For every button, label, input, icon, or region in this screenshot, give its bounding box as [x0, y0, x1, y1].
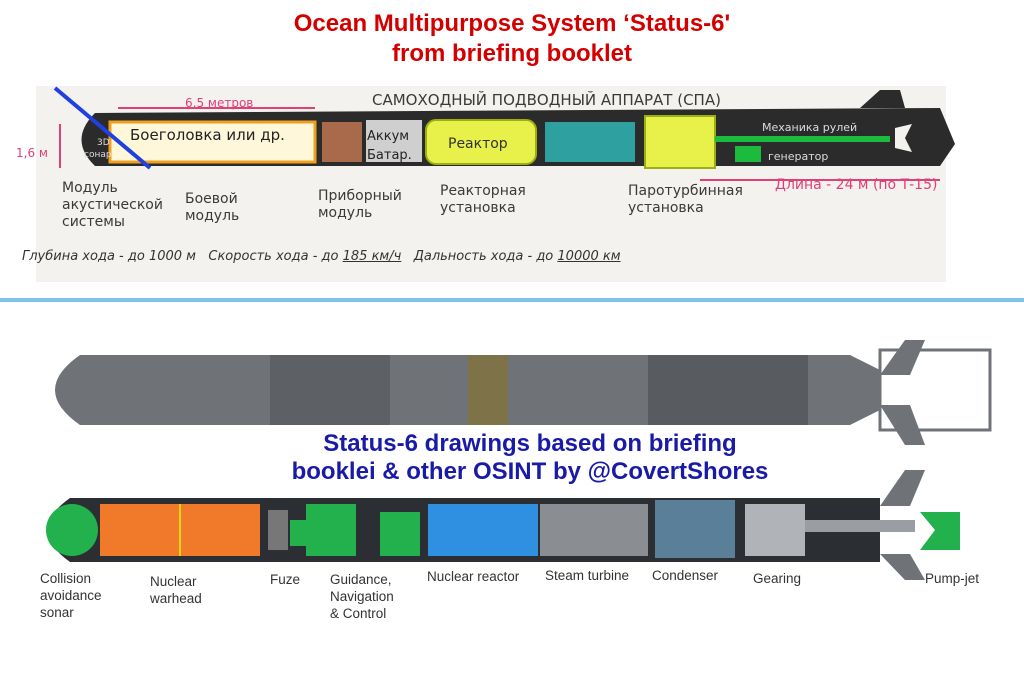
rudder-label: Механика рулей: [762, 121, 858, 134]
stats-line: Глубина хода - до 1000 м Скорость хода -…: [22, 249, 621, 264]
label-reactor-line1: Nuclear reactor: [427, 569, 520, 584]
label-pump-jet: Pump-jet: [925, 570, 979, 587]
warhead-box-label: Боеголовка или др.: [130, 126, 285, 144]
module-instrument-line1: Приборный: [318, 188, 402, 204]
stats-speed-prefix: Скорость хода - до: [208, 249, 339, 264]
booklet-battery: [366, 120, 422, 162]
label-guidance-line2: Navigation: [330, 589, 394, 604]
label-condenser-line1: Condenser: [652, 568, 719, 583]
booklet-warhead-box: [108, 120, 317, 164]
label-collision-avoidance-sonar: Collision avoidance sonar: [40, 570, 102, 621]
label-fuze-line1: Fuze: [270, 572, 301, 587]
label-pumpjet-line1: Pump-jet: [925, 571, 980, 586]
cutaway-steam-turbine: [540, 504, 648, 556]
label-collision-line3: sonar: [40, 605, 74, 620]
label-collision-line1: Collision: [40, 571, 92, 586]
generator-label: генератор: [768, 150, 829, 163]
module-acoustic-line2: акустической: [62, 197, 163, 213]
bottom-title-line1: Status-6 drawings based on briefing: [323, 430, 737, 457]
booklet-header: САМОХОДНЫЙ ПОДВОДНЫЙ АППАРАТ (СПА): [372, 91, 721, 109]
booklet-shaft: [715, 136, 890, 142]
exterior-band-3: [648, 355, 808, 425]
module-label-combat: Боевой модуль: [185, 191, 239, 225]
label-turbine-line1: Steam turbine: [545, 568, 630, 583]
cutaway-pump-jet: [920, 512, 960, 550]
cutaway-guidance-2: [380, 512, 420, 556]
cutaway-top-fin: [880, 470, 925, 506]
sonar-label-1: 3D: [97, 138, 110, 148]
cutaway-gearing: [745, 504, 805, 556]
label-fuze: Fuze: [270, 571, 300, 588]
booklet-reactor: [425, 119, 537, 165]
label-nuclear-reactor: Nuclear reactor: [427, 568, 519, 585]
booklet-instrument-module: [322, 122, 362, 162]
battery-label-1: Аккум: [367, 129, 410, 144]
exterior-tail-frame: [878, 348, 992, 432]
module-acoustic-line3: системы: [62, 214, 125, 230]
exterior-drawing: [55, 340, 992, 445]
exterior-bottom-fin: [880, 405, 925, 445]
booklet-steam-turbine: [644, 115, 716, 169]
module-reactor-line1: Реакторная: [440, 183, 526, 199]
module-instrument-line2: модуль: [318, 205, 373, 221]
blue-arrow: [53, 86, 152, 170]
cutaway-sonar: [46, 504, 98, 556]
stats-depth: Глубина хода - до 1000 м: [22, 249, 196, 264]
cutaway-reactor: [428, 504, 538, 556]
stats-range-prefix: Дальность хода - до: [413, 249, 554, 264]
cutaway-bottom-fin: [880, 554, 925, 580]
module-combat-line2: модуль: [185, 208, 240, 224]
label-guidance-line3: & Control: [330, 606, 387, 621]
sonar-label-2: сонар: [84, 150, 112, 160]
cutaway-shaft: [805, 520, 915, 532]
module-turbine-line2: установка: [628, 200, 704, 216]
cutaway-condenser: [655, 500, 735, 558]
section-divider: [0, 298, 1024, 302]
top-title-line2: from briefing booklet: [392, 40, 632, 67]
label-warhead-line2: warhead: [150, 591, 202, 606]
booklet-vehicle-drawing: [53, 86, 955, 181]
exterior-band-1: [270, 355, 390, 425]
module-label-reactor: Реакторная установка: [440, 183, 526, 217]
module-combat-line1: Боевой: [185, 191, 238, 207]
cutaway-guidance-1: [306, 504, 356, 556]
diameter-label: 1,6 м: [16, 146, 48, 160]
label-nuclear-warhead: Nuclear warhead: [150, 573, 202, 607]
label-guidance-navigation-control: Guidance, Navigation & Control: [330, 571, 394, 622]
module-label-instrument: Приборный модуль: [318, 188, 402, 222]
stats-range-value: 10000 км: [557, 249, 621, 264]
booklet-generator: [735, 146, 761, 162]
cutaway-fuze-housing: [268, 510, 288, 550]
label-condenser: Condenser: [652, 567, 718, 584]
module-turbine-line1: Паротурбинная: [628, 183, 743, 199]
reactor-box-label: Реактор: [448, 136, 508, 152]
cutaway-drawing: [46, 470, 960, 580]
bottom-title-line2: booklei & other OSINT by @CovertShores: [291, 458, 769, 485]
booklet-propeller: [895, 124, 912, 152]
label-gearing-line1: Gearing: [753, 571, 802, 586]
label-collision-line2: avoidance: [40, 588, 102, 603]
label-steam-turbine: Steam turbine: [545, 567, 629, 584]
length-label: Длина - 24 м (по Т-15): [775, 177, 938, 193]
label-warhead-line1: Nuclear: [150, 574, 197, 589]
module-acoustic-line1: Модуль: [62, 180, 118, 196]
booklet-fin: [860, 90, 905, 108]
exterior-top-fin: [880, 340, 925, 375]
module-label-turbine: Паротурбинная установка: [628, 183, 743, 217]
module-reactor-line2: установка: [440, 200, 516, 216]
exterior-band-2: [468, 355, 508, 425]
battery-label-2: Батар.: [367, 148, 412, 163]
booklet-turbine-block: [545, 122, 635, 162]
stats-speed-value: 185 км/ч: [342, 249, 402, 264]
label-gearing: Gearing: [753, 570, 801, 587]
cutaway-fuze: [290, 520, 306, 546]
module-label-acoustic: Модуль акустической системы: [62, 180, 163, 231]
width-label: 6,5 метров: [185, 96, 254, 110]
label-guidance-line1: Guidance,: [330, 572, 392, 587]
top-title-line1: Ocean Multipurpose System ‘Status-6': [293, 10, 731, 37]
